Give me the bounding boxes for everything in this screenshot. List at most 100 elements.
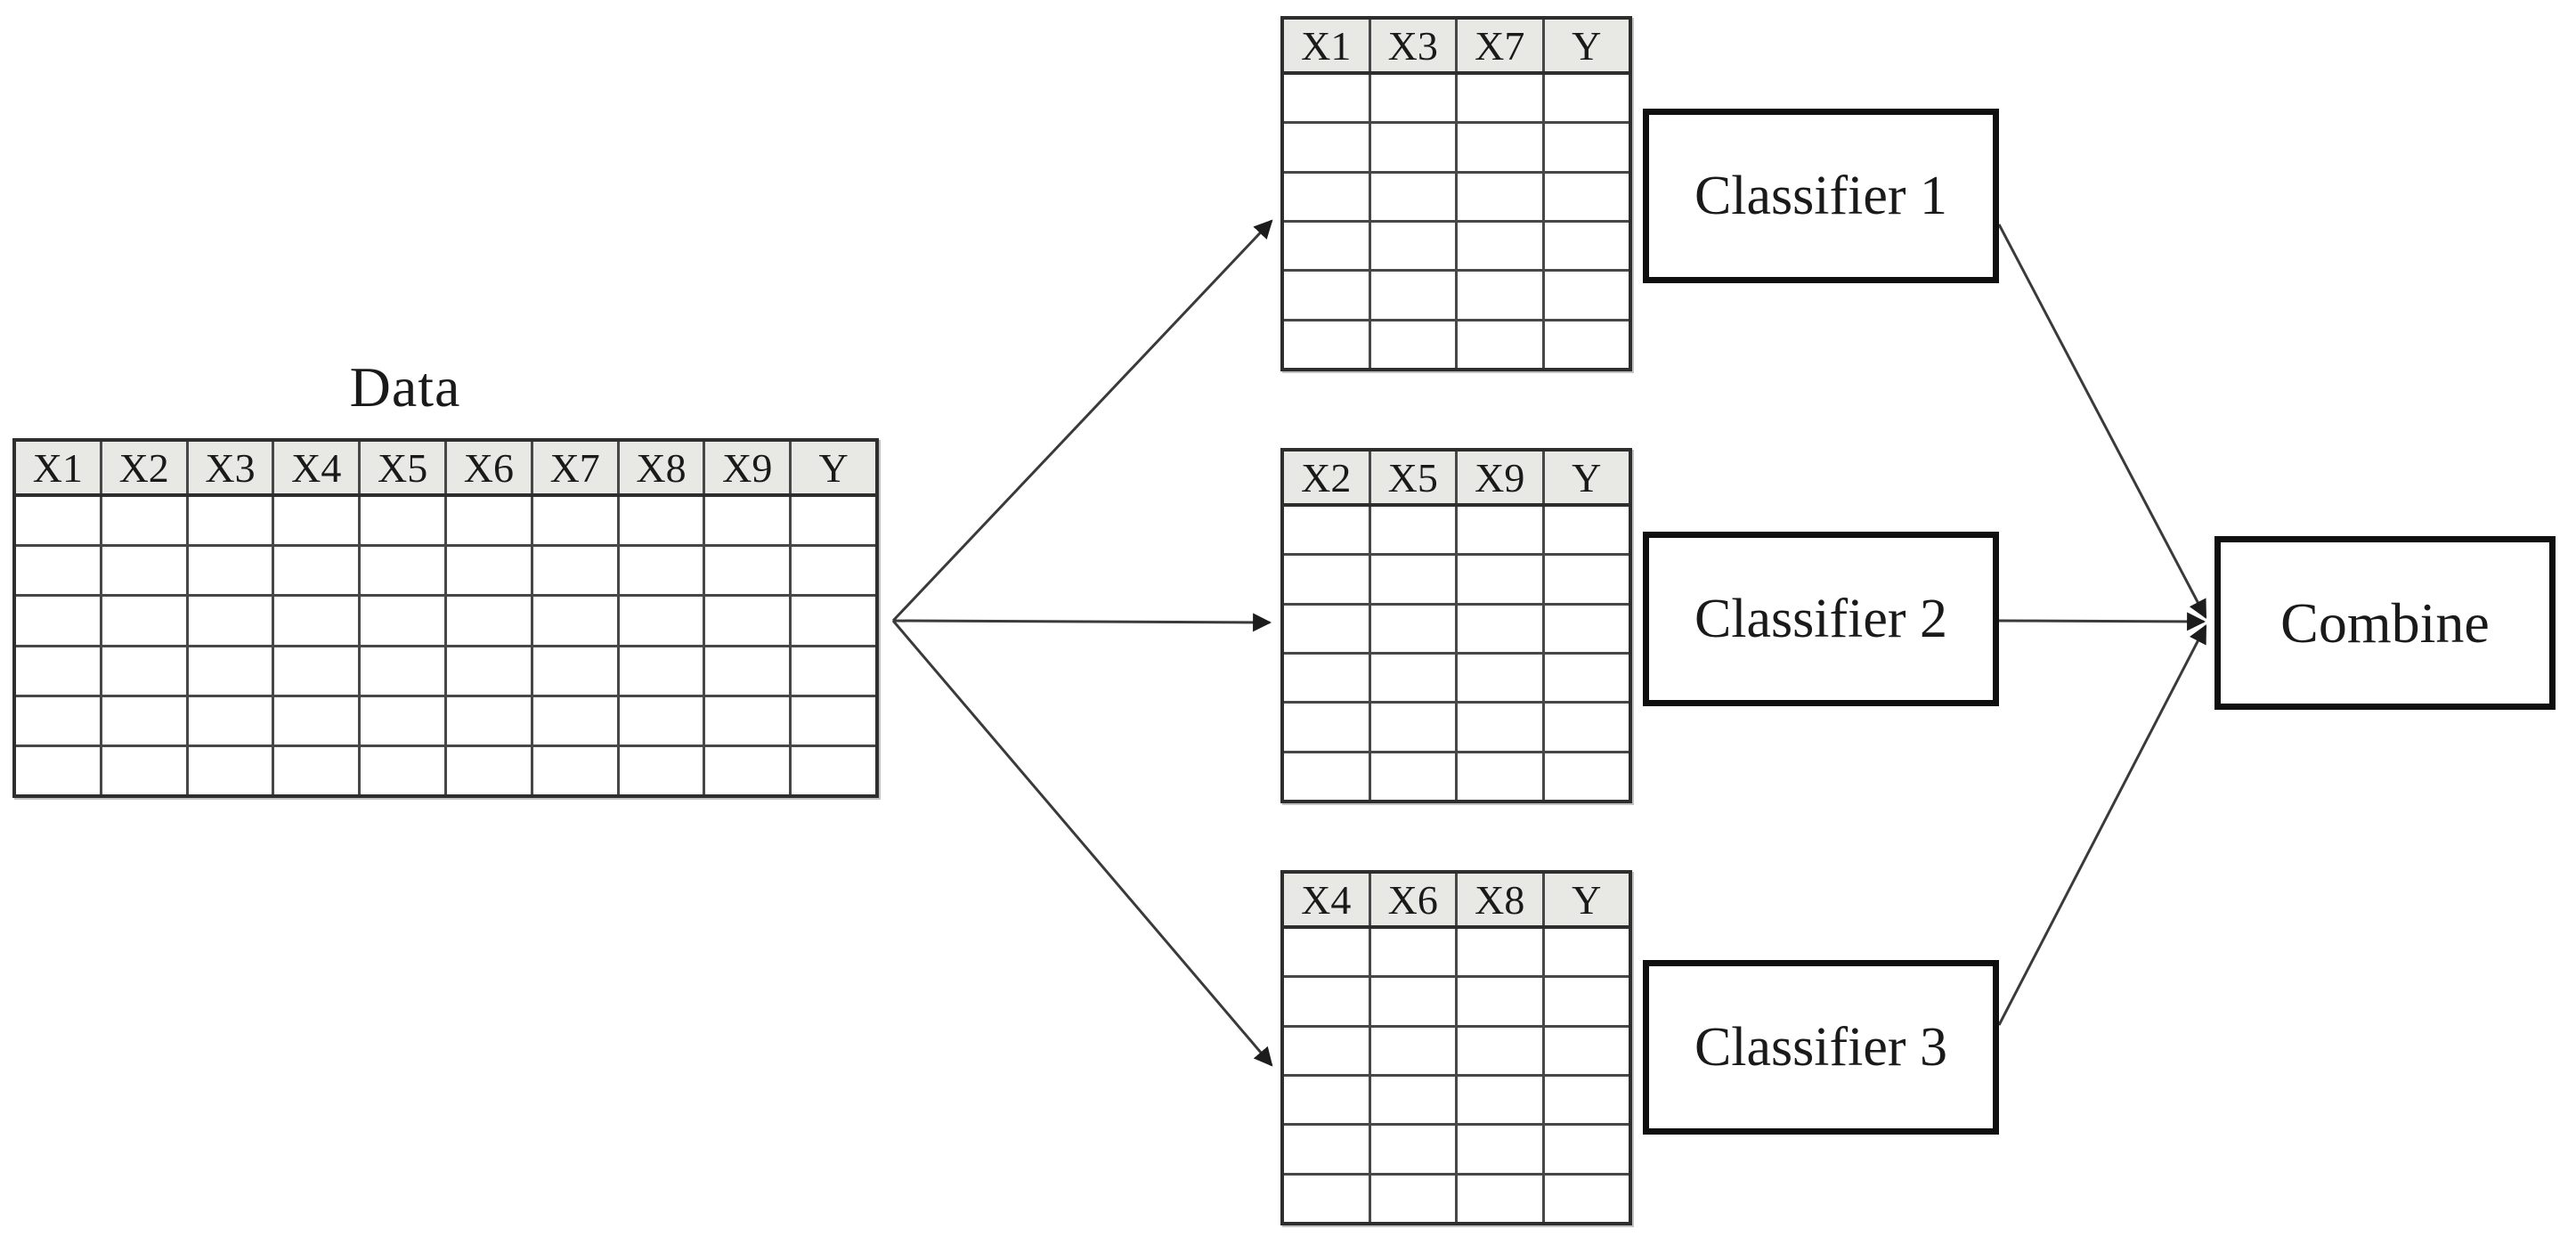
classifier-2-label: Classifier 2	[1694, 588, 1948, 649]
column-header: Y	[1572, 454, 1602, 500]
table-cell-empty	[1545, 272, 1629, 318]
table-cell-empty	[102, 547, 189, 595]
table-cell-empty	[1284, 556, 1371, 603]
table-cell-empty	[1284, 272, 1371, 319]
table-row	[1284, 1027, 1629, 1077]
table-cell-empty	[1545, 1126, 1629, 1172]
table-cell-empty	[1545, 1028, 1629, 1074]
arrow-classifier1-to-combine	[1997, 224, 2207, 619]
table-cell-empty	[16, 497, 102, 545]
table-cell-empty	[620, 647, 706, 695]
table-row	[1284, 556, 1629, 606]
classifier-3-box: Classifier 3	[1643, 960, 1999, 1135]
table-cell-empty	[1284, 321, 1371, 368]
column-header: X5	[361, 442, 447, 493]
table-cell-empty	[792, 497, 875, 544]
table-row	[1284, 978, 1629, 1028]
table-cell-empty	[447, 647, 533, 695]
table-cell-empty	[1458, 1027, 1545, 1074]
combine-box: Combine	[2214, 536, 2556, 710]
table-cell-empty	[447, 597, 533, 645]
table-row	[1284, 929, 1629, 979]
table-cell-empty	[1284, 173, 1371, 220]
table-cell-empty	[361, 746, 447, 795]
table-cell-empty	[620, 746, 706, 795]
table-cell-empty	[1458, 556, 1545, 603]
table-row	[16, 746, 875, 795]
table-cell-empty	[102, 647, 189, 695]
column-header: X8	[620, 442, 706, 493]
table-row	[1284, 222, 1629, 273]
table-cell-empty	[1458, 978, 1545, 1025]
table-row	[1284, 173, 1629, 223]
classifier-1-box: Classifier 1	[1643, 109, 1999, 283]
table-cell-empty	[102, 696, 189, 745]
table-cell-empty	[792, 647, 875, 695]
table-cell-empty	[1371, 173, 1458, 220]
table-cell-empty	[1371, 654, 1458, 702]
table-cell-empty	[1284, 1076, 1371, 1124]
table-cell-empty	[1545, 704, 1629, 750]
arrow-classifier3-to-combine	[1997, 624, 2207, 1026]
table-cell-empty	[1545, 1176, 1629, 1222]
table-cell-empty	[1284, 1175, 1371, 1222]
table-cell-empty	[1371, 75, 1458, 122]
table-cell-empty	[274, 547, 362, 595]
subset-table-2-body	[1284, 507, 1629, 800]
table-cell-empty	[189, 647, 275, 695]
table-cell-empty	[1371, 321, 1458, 368]
table-row	[1284, 753, 1629, 800]
table-cell-empty	[1371, 1076, 1458, 1124]
table-row	[1284, 1175, 1629, 1222]
table-cell-empty	[102, 746, 189, 795]
table-cell-empty	[274, 696, 362, 745]
table-row	[1284, 75, 1629, 125]
column-header: X9	[705, 442, 792, 493]
column-header: X6	[447, 442, 533, 493]
column-header: X9	[1458, 452, 1545, 503]
table-cell-empty	[1545, 321, 1629, 368]
table-row	[1284, 272, 1629, 321]
table-cell-empty	[705, 497, 792, 545]
data-table-title: Data	[349, 355, 461, 419]
subset-table-2-header-row: X2 X5 X9 Y	[1284, 452, 1629, 507]
table-cell-empty	[1284, 507, 1371, 554]
table-cell-empty	[1545, 753, 1629, 800]
table-cell-empty	[620, 597, 706, 645]
table-cell-empty	[1545, 75, 1629, 121]
table-cell-empty	[1458, 1076, 1545, 1124]
table-cell-empty	[447, 696, 533, 745]
table-cell-empty	[16, 597, 102, 645]
subset-table-1: X1 X3 X7 Y	[1280, 16, 1632, 371]
table-cell-empty	[1458, 704, 1545, 751]
table-cell-empty	[1371, 1175, 1458, 1222]
column-header: X4	[1284, 874, 1371, 925]
table-cell-empty	[1371, 556, 1458, 603]
table-cell-empty	[1545, 223, 1629, 269]
arrow-data-to-subset-1	[891, 219, 1273, 622]
table-cell-empty	[447, 547, 533, 595]
subset-table-3-body	[1284, 929, 1629, 1222]
table-cell-empty	[1545, 1077, 1629, 1123]
table-cell-empty	[1371, 978, 1458, 1025]
table-cell-empty	[1371, 704, 1458, 751]
table-cell-empty	[1284, 929, 1371, 976]
table-cell-empty	[1284, 605, 1371, 652]
table-cell-empty	[189, 746, 275, 795]
column-header: X3	[189, 442, 275, 493]
table-cell-empty	[361, 647, 447, 695]
table-cell-empty	[1458, 1175, 1545, 1222]
table-row	[16, 696, 875, 747]
table-cell-empty	[361, 547, 447, 595]
table-cell-empty	[447, 497, 533, 545]
classifier-1-label: Classifier 1	[1694, 165, 1948, 226]
column-header: X3	[1371, 20, 1458, 71]
table-cell-empty	[1371, 1027, 1458, 1074]
table-cell-empty	[102, 597, 189, 645]
table-cell-empty	[274, 497, 362, 545]
table-cell-empty	[1545, 174, 1629, 220]
combine-label: Combine	[2280, 590, 2490, 655]
column-header: Y	[1572, 22, 1602, 69]
table-row	[1284, 321, 1629, 368]
table-cell-empty	[1371, 222, 1458, 270]
